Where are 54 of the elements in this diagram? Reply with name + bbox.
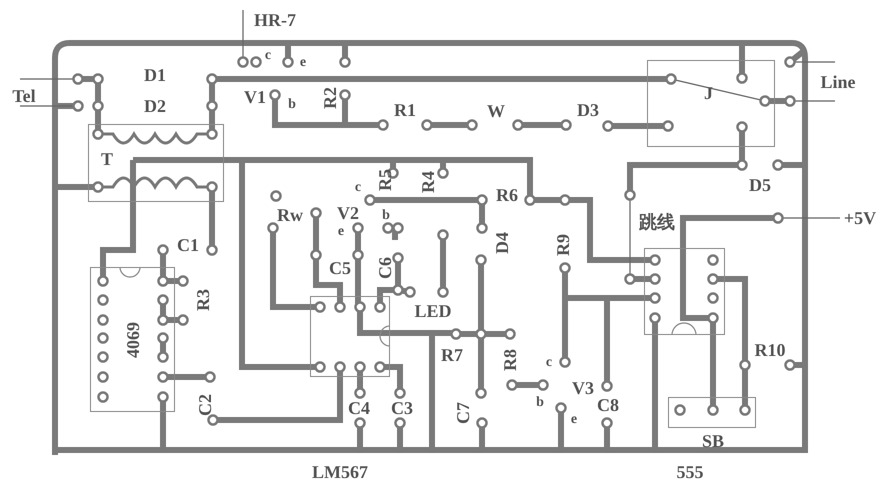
ic-outline [90,267,175,412]
component-label: D5 [749,176,771,194]
component-label: LED [414,302,452,320]
component-label: V1 [244,88,266,106]
terminal-label: Tel [12,87,36,105]
chip-label: 555 [676,463,704,481]
part-label: HR-7 [254,11,296,29]
component-label: W [487,102,505,120]
pin-label: e [338,225,344,239]
component-label: R4 [419,171,437,193]
terminal-label: +5V [844,209,876,227]
component-label: 4069 [124,322,142,358]
pin-label: e [570,413,578,427]
component-label: C1 [177,236,199,254]
component-label: D4 [493,232,511,254]
component-label: C2 [196,394,214,416]
terminal-label: Line [820,73,856,91]
component-label: R3 [194,289,212,311]
component-label: D2 [144,97,166,115]
component-label: T [101,150,114,168]
component-label: R10 [754,341,786,359]
component-label: D3 [577,101,599,119]
component-label: C4 [348,399,370,417]
pin-label: e [300,56,306,70]
component-label: J [704,84,713,102]
component-label: C6 [376,257,394,279]
component-label: R7 [441,346,463,364]
component-label: C5 [329,259,351,277]
pin-label: c [354,181,362,195]
pin-label: c [264,49,272,63]
component-label: V2 [337,204,359,222]
pin-label: b [288,98,296,112]
pin-label: b [382,209,390,223]
component-label: C7 [454,402,472,424]
jumper-label: 跳线 [639,213,675,231]
component-label: SB [702,432,724,450]
ic-outline [310,296,390,377]
pin-label: b [536,396,544,410]
pin-label: c [546,356,552,370]
component-label: D1 [144,66,166,84]
component-label: R6 [496,186,518,204]
transformer-box [88,124,224,202]
component-label: R8 [501,349,519,371]
component-label: R5 [376,169,394,191]
relay-box [647,60,775,147]
ic-outline [644,248,725,335]
component-label: R9 [554,234,572,256]
component-label: C3 [391,399,413,417]
component-label: R1 [394,101,416,119]
component-label: V3 [572,379,594,397]
component-label: C8 [597,396,619,414]
component-label: Rw [277,206,303,224]
component-label: R2 [321,87,339,109]
chip-label: LM567 [312,463,368,481]
